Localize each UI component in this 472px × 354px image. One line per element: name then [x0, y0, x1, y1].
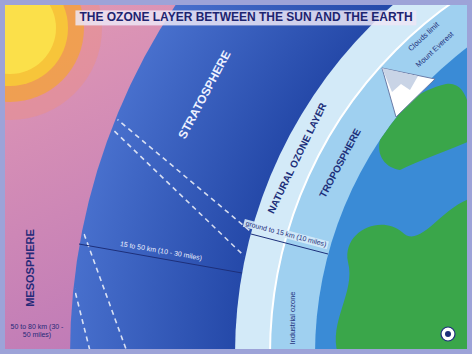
- troposphere-band: [270, 0, 472, 354]
- mount-everest: [382, 68, 435, 117]
- logo: [445, 331, 451, 337]
- feature-label: Industrial ozone: [289, 292, 297, 345]
- dimension-label: 50 to 80 km (30 - 50 miles): [6, 323, 68, 338]
- logo: [441, 327, 455, 341]
- sun-halo: [0, 0, 68, 86]
- stratosphere-band: [70, 0, 472, 354]
- mountain-shade: [382, 68, 418, 92]
- sun: [0, 0, 56, 74]
- ozone-layer-band: [235, 0, 472, 354]
- diagram-title: THE OZONE LAYER BETWEEN THE SUN AND THE …: [75, 10, 416, 25]
- frame: [3, 3, 470, 352]
- continent: [336, 198, 472, 354]
- layer-name: NATURAL OZONE LAYER: [265, 101, 328, 215]
- land: [336, 84, 472, 354]
- layer-name: STRATOSPHERE: [176, 49, 233, 141]
- sun-ray: [24, 129, 80, 354]
- earth: [315, 0, 472, 354]
- layer-name: MESOSPHERE: [24, 229, 36, 307]
- dimension-label: 15 to 50 km (10 - 30 miles): [119, 240, 202, 262]
- layer-name: TROPOSPHERE: [317, 127, 363, 200]
- sun-ray: [44, 124, 181, 354]
- dimension-label: ground to 15 km (10 miles): [243, 219, 329, 249]
- sun-halo: [0, 0, 84, 102]
- sun-ray: [34, 127, 131, 354]
